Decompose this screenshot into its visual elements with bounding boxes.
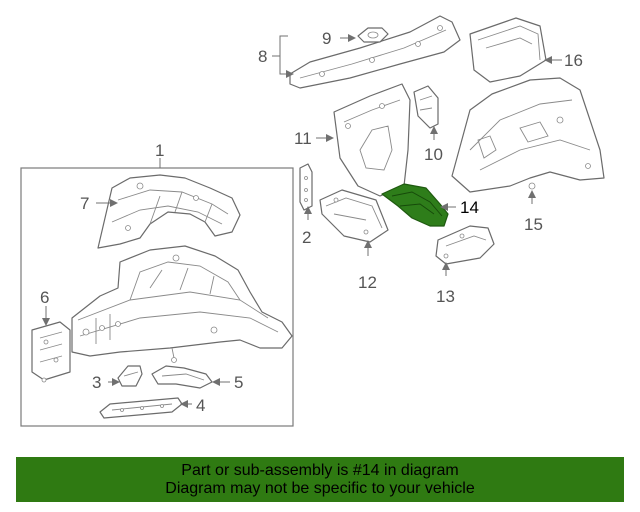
part-10[interactable]: 10 [413,85,443,164]
callout-5: 5 [234,373,243,392]
part-8[interactable]: 8 [258,15,461,89]
part-12[interactable]: 12 [319,189,389,292]
callout-4: 4 [196,396,205,415]
assembly-frame-1: 1 [20,141,294,427]
part-3[interactable]: 3 [92,365,143,392]
callout-10: 10 [424,145,443,164]
info-banner: Part or sub-assembly is #14 in diagram D… [16,457,624,502]
part-7[interactable]: 7 [80,174,241,249]
part-15[interactable]: 15 [451,77,605,234]
part-16[interactable]: 16 [469,17,583,83]
part-5[interactable]: 5 [151,365,243,392]
callout-12: 12 [358,273,377,292]
callout-16: 16 [564,51,583,70]
part-13[interactable]: 13 [435,225,495,306]
callout-14: 14 [460,198,479,217]
callout-3: 3 [92,373,101,392]
part-6[interactable]: 6 [31,288,71,383]
callout-15: 15 [524,215,543,234]
part-4[interactable]: 4 [99,396,205,419]
part-11[interactable]: 11 [294,83,411,197]
part-2[interactable]: 2 [299,163,313,247]
callout-2: 2 [302,228,311,247]
callout-11: 11 [294,129,312,148]
banner-line-2: Diagram may not be specific to your vehi… [165,479,475,497]
part-1-main-assembly[interactable] [71,245,293,363]
callout-9: 9 [322,29,331,48]
callout-13: 13 [436,287,455,306]
callout-7: 7 [80,194,89,213]
callout-6: 6 [40,288,49,307]
part-9[interactable]: 9 [322,27,389,48]
callout-1: 1 [155,141,164,160]
banner-line-1: Part or sub-assembly is #14 in diagram [181,461,459,479]
part-14-highlighted[interactable]: 14 [381,183,479,227]
callout-8: 8 [258,47,267,66]
